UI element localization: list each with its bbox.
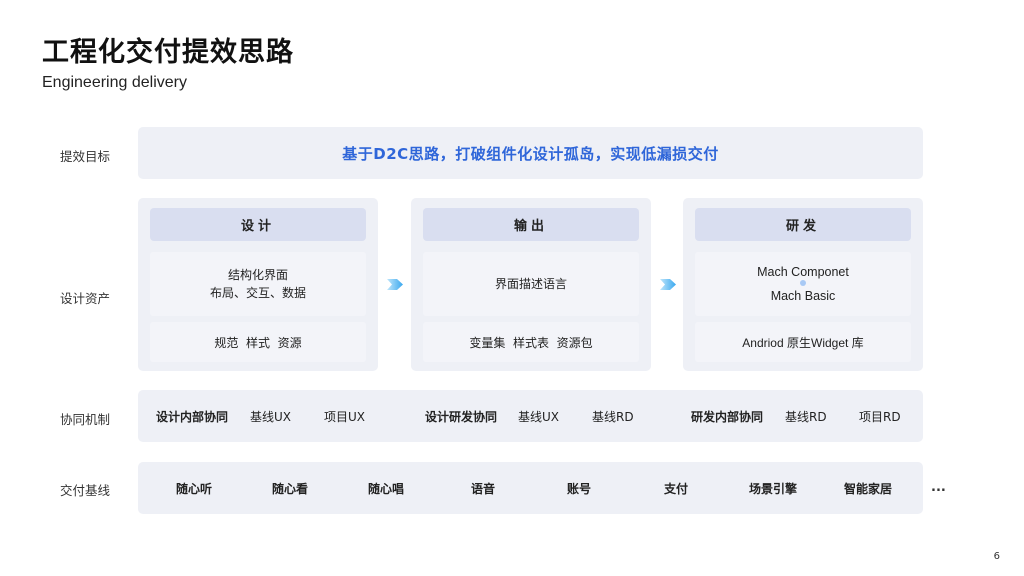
baseline-more: ...	[931, 480, 946, 495]
column-mid-dev: Mach Componet Mach Basic	[695, 252, 911, 316]
mid-line: Mach Basic	[770, 289, 836, 303]
mid-line: 界面描述语言	[494, 277, 567, 291]
collab-item: 研发内部协同	[691, 409, 764, 424]
row-label-collab: 协同机制	[60, 412, 111, 427]
baseline-item: 随心听	[176, 481, 213, 496]
collab-item: 设计研发协同	[425, 409, 498, 424]
column-mid-output: 界面描述语言	[423, 252, 639, 316]
baseline-panel: 随心听 随心看 随心唱 语音 账号 支付 场景引擎 智能家居	[138, 462, 923, 514]
collab-item: 基线UX	[518, 409, 560, 424]
column-head-dev: 研发	[695, 208, 911, 241]
column-mid-design: 结构化界面 布局、交互、数据	[150, 252, 366, 316]
column-bottom-design: 规范 样式 资源	[150, 322, 366, 362]
goal-text: 基于D2C思路，打破组件化设计孤岛，实现低漏损交付	[342, 144, 719, 163]
baseline-item: 随心唱	[368, 481, 405, 496]
row-label-baseline: 交付基线	[60, 483, 111, 498]
column-bottom-output: 变量集 样式表 资源包	[423, 322, 639, 362]
mid-line: Mach Componet	[757, 265, 849, 279]
collab-item: 设计内部协同	[156, 409, 229, 424]
collab-panel: 设计内部协同 基线UX 项目UX 设计研发协同 基线UX 基线RD 研发内部协同…	[138, 390, 923, 442]
arrow-right-icon	[387, 279, 403, 290]
connector-dot	[800, 280, 806, 286]
collab-item: 基线UX	[250, 409, 292, 424]
baseline-item: 支付	[664, 481, 689, 496]
baseline-item: 语音	[471, 481, 496, 496]
collab-item: 基线RD	[785, 409, 827, 424]
column-bottom-dev: Andriod 原生Widget 库	[695, 322, 911, 362]
baseline-item: 账号	[567, 481, 592, 496]
row-label-assets: 设计资产	[60, 291, 111, 306]
page-number: 6	[993, 551, 1000, 562]
column-design: 设计 结构化界面 布局、交互、数据 规范 样式 资源	[138, 198, 378, 371]
page-subtitle: Engineering delivery	[42, 74, 187, 91]
baseline-item: 随心看	[272, 481, 309, 496]
mid-line: 结构化界面	[227, 268, 288, 282]
column-head-output: 输出	[423, 208, 639, 241]
collab-item: 项目UX	[324, 409, 366, 424]
arrow-right-icon	[660, 279, 676, 290]
column-output: 输出 界面描述语言 变量集 样式表 资源包	[411, 198, 651, 371]
page-title: 工程化交付提效思路	[42, 37, 294, 68]
baseline-item: 场景引擎	[749, 481, 798, 496]
collab-item: 项目RD	[859, 409, 901, 424]
row-label-goal: 提效目标	[60, 149, 111, 164]
column-dev: 研发 Mach Componet Mach Basic Andriod 原生Wi…	[683, 198, 923, 371]
baseline-item: 智能家居	[844, 481, 893, 496]
column-head-design: 设计	[150, 208, 366, 241]
collab-item: 基线RD	[592, 409, 634, 424]
mid-line: 布局、交互、数据	[209, 286, 306, 300]
goal-panel: 基于D2C思路，打破组件化设计孤岛，实现低漏损交付	[138, 127, 923, 179]
